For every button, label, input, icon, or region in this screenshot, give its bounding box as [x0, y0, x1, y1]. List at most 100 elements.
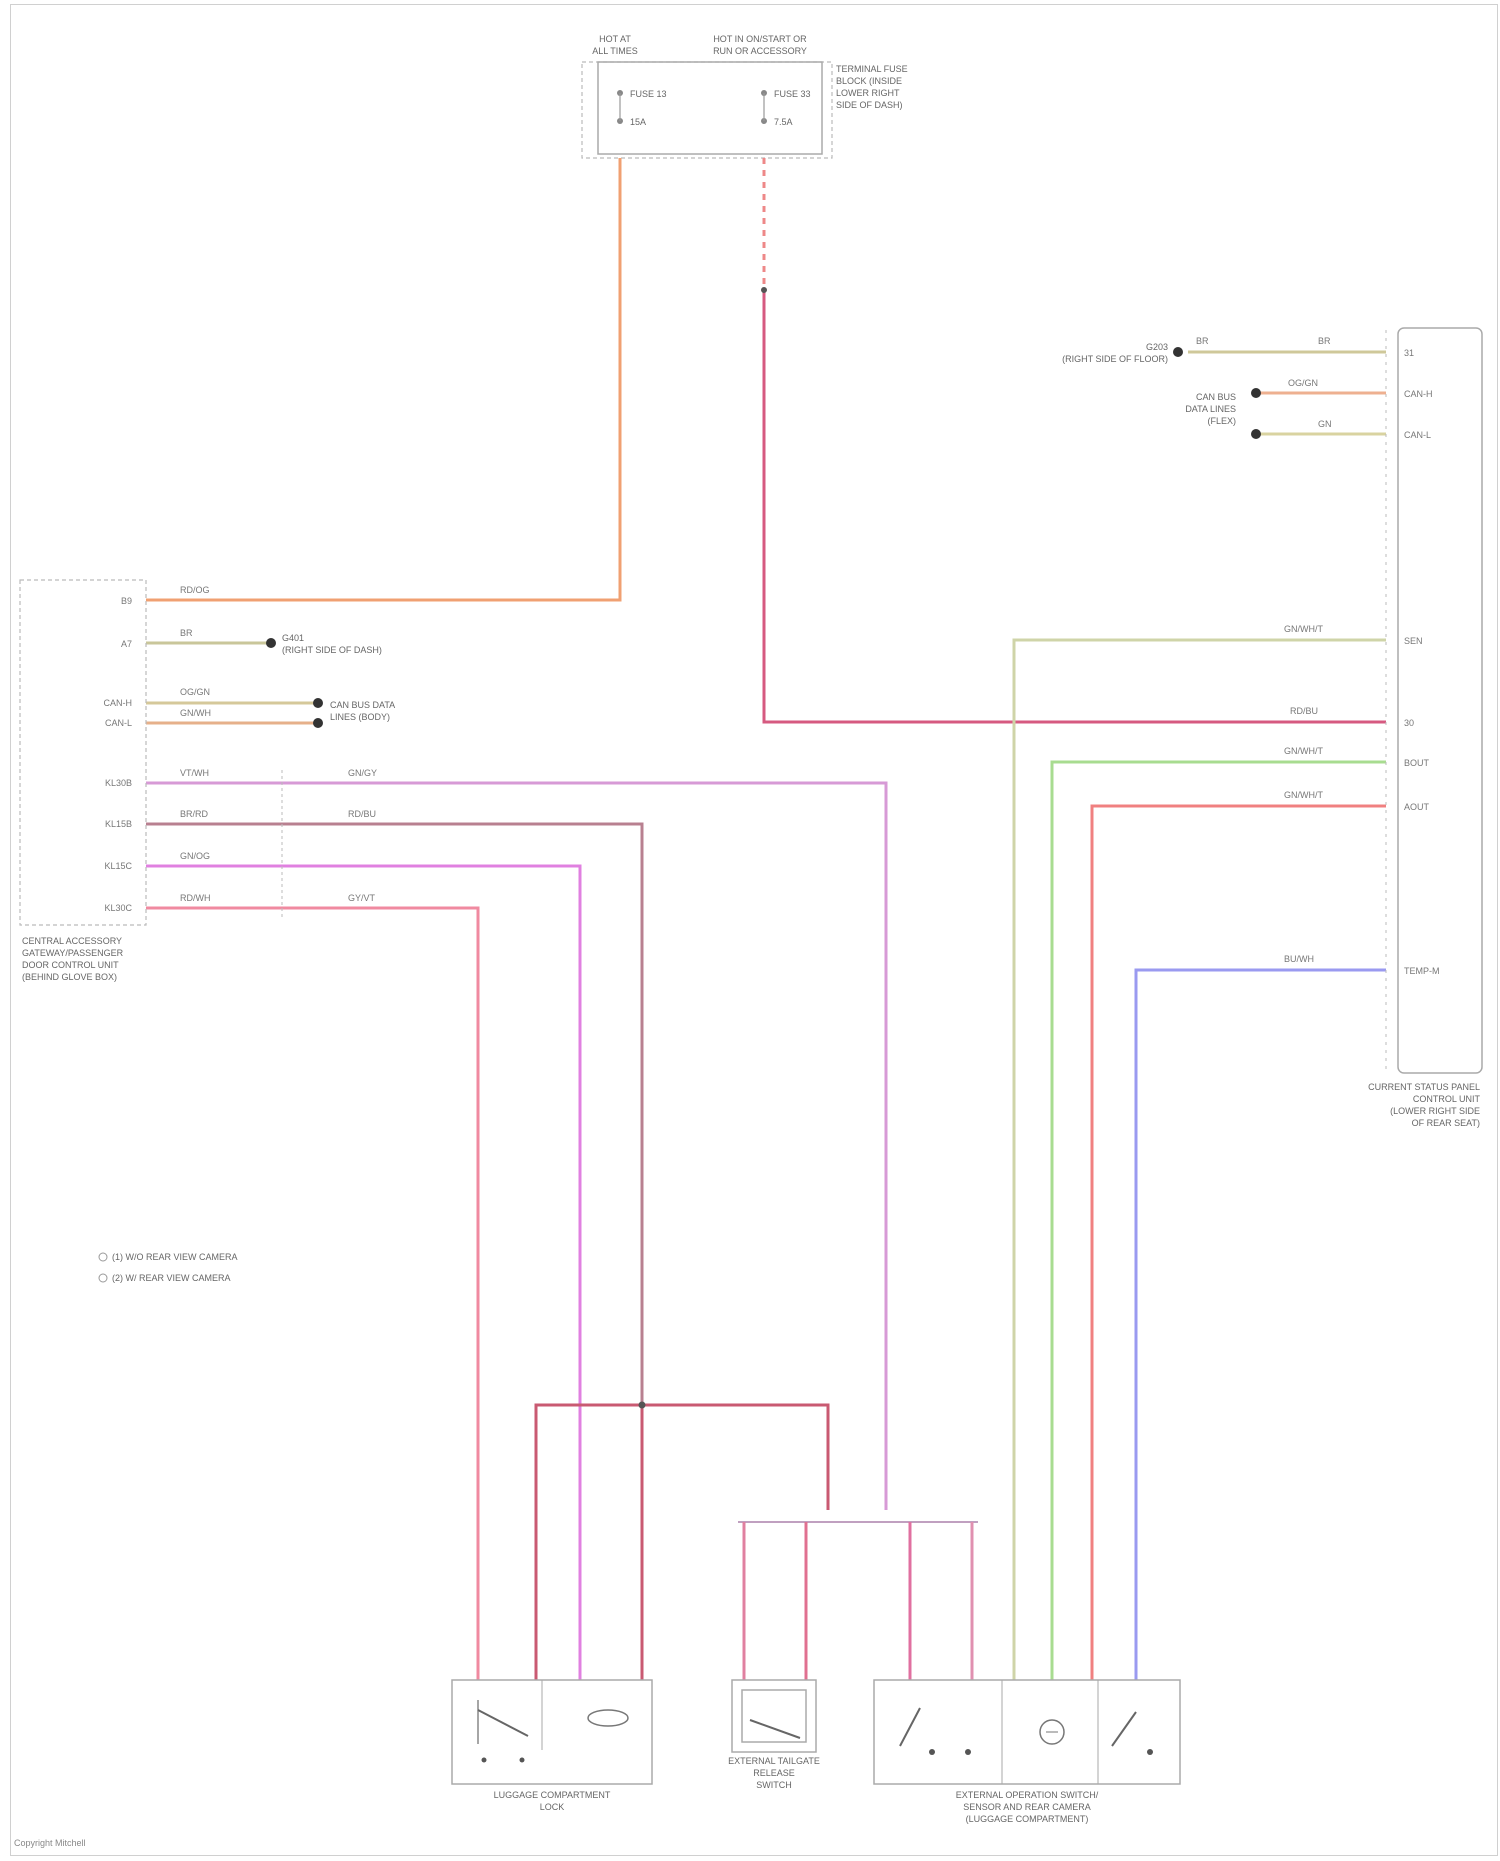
svg-text:BLOCK (INSIDE: BLOCK (INSIDE [836, 76, 902, 86]
can-l-terminal-icon [313, 718, 323, 728]
svg-text:(FLEX): (FLEX) [1207, 416, 1236, 426]
central-accessory-gateway: B9 A7 CAN-H CAN-L KL30B KL15B KL15C KL30… [20, 580, 395, 982]
svg-text:CAN-H: CAN-H [104, 698, 133, 708]
lock-switch-icon [478, 1710, 528, 1736]
svg-text:OF REAR SEAT): OF REAR SEAT) [1412, 1118, 1480, 1128]
svg-text:RUN OR ACCESSORY: RUN OR ACCESSORY [713, 46, 807, 56]
svg-text:DOOR CONTROL UNIT: DOOR CONTROL UNIT [22, 960, 119, 970]
ground-g401-label: G401 [282, 633, 304, 643]
release-switch-icon [750, 1720, 800, 1738]
right-module-title: CURRENT STATUS PANEL [1368, 1082, 1480, 1092]
release-switch-box [732, 1680, 816, 1752]
svg-text:RD/OG: RD/OG [180, 585, 210, 595]
svg-text:(RIGHT SIDE OF DASH): (RIGHT SIDE OF DASH) [282, 645, 382, 655]
sensor-switch-icon [1112, 1712, 1136, 1746]
can-h-terminal-right-icon [1251, 388, 1261, 398]
ground-g401-icon [266, 638, 276, 648]
can-h-terminal-icon [313, 698, 323, 708]
left-module-outline [20, 580, 146, 925]
svg-text:31: 31 [1404, 348, 1414, 358]
svg-text:BU/WH: BU/WH [1284, 954, 1314, 964]
wire-kl15b [146, 783, 886, 1510]
wire-kl15c [146, 824, 642, 1405]
svg-text:KL15C: KL15C [104, 861, 132, 871]
copyright-footer: Copyright Mitchell [14, 1838, 86, 1848]
wire-kl30c [146, 908, 478, 1680]
svg-text:GATEWAY/PASSENGER: GATEWAY/PASSENGER [22, 948, 124, 958]
fuse-left-header: HOT AT [599, 34, 631, 44]
svg-text:LINES (BODY): LINES (BODY) [330, 712, 390, 722]
fuse-block-title: TERMINAL FUSE [836, 64, 908, 74]
terminal-fuse-block: HOT AT ALL TIMES HOT IN ON/START OR RUN … [582, 34, 908, 158]
svg-text:7.5A: 7.5A [774, 117, 793, 127]
sensor-camera-box [874, 1680, 1180, 1784]
release-switch-label: EXTERNAL TAILGATE [728, 1756, 820, 1766]
svg-text:KL30B: KL30B [105, 778, 132, 788]
svg-text:GN/OG: GN/OG [180, 851, 210, 861]
svg-text:VT/WH: VT/WH [180, 768, 209, 778]
ground-g203-icon [1173, 347, 1183, 357]
wire-orange-fuse13 [146, 158, 620, 600]
svg-text:GN/WH/T: GN/WH/T [1284, 790, 1323, 800]
fuse-13-label: FUSE 13 [630, 89, 667, 99]
svg-text:SEN: SEN [1404, 636, 1423, 646]
svg-text:B9: B9 [121, 596, 132, 606]
svg-text:BR: BR [1318, 336, 1331, 346]
left-module-title: CENTRAL ACCESSORY [22, 936, 122, 946]
svg-text:(BEHIND GLOVE BOX): (BEHIND GLOVE BOX) [22, 972, 117, 982]
svg-text:GN/GY: GN/GY [348, 768, 377, 778]
svg-text:CAN-L: CAN-L [1404, 430, 1431, 440]
lock-motor-icon [588, 1710, 628, 1726]
svg-text:CAN-L: CAN-L [105, 718, 132, 728]
svg-text:SENSOR AND REAR CAMERA: SENSOR AND REAR CAMERA [963, 1802, 1091, 1812]
svg-text:GN/WH: GN/WH [180, 708, 211, 718]
fuse-33-label: FUSE 33 [774, 89, 811, 99]
legend-item-1: (1) W/O REAR VIEW CAMERA [112, 1252, 238, 1262]
svg-text:KL30C: KL30C [104, 903, 132, 913]
svg-text:GN/WH/T: GN/WH/T [1284, 746, 1323, 756]
legend-item-2: (2) W/ REAR VIEW CAMERA [112, 1273, 231, 1283]
svg-text:(RIGHT SIDE OF FLOOR): (RIGHT SIDE OF FLOOR) [1062, 354, 1168, 364]
svg-text:RD/BU: RD/BU [1290, 706, 1318, 716]
wires [146, 158, 1386, 1680]
svg-text:15A: 15A [630, 117, 646, 127]
svg-text:CONTROL UNIT: CONTROL UNIT [1413, 1094, 1481, 1104]
svg-text:KL15B: KL15B [105, 819, 132, 829]
can-bus-label-left: CAN BUS DATA [330, 700, 395, 710]
svg-text:BR/RD: BR/RD [180, 809, 209, 819]
svg-text:BR: BR [180, 628, 193, 638]
svg-text:ALL TIMES: ALL TIMES [592, 46, 638, 56]
legend: (1) W/O REAR VIEW CAMERA (2) W/ REAR VIE… [99, 1252, 238, 1283]
svg-text:AOUT: AOUT [1404, 802, 1430, 812]
can-l-terminal-right-icon [1251, 429, 1261, 439]
svg-text:DATA LINES: DATA LINES [1185, 404, 1236, 414]
svg-text:TEMP-M: TEMP-M [1404, 966, 1440, 976]
splice-dot [639, 1402, 646, 1409]
svg-text:OG/GN: OG/GN [180, 687, 210, 697]
luggage-lock-label: LUGGAGE COMPARTMENT [494, 1790, 611, 1800]
svg-text:GN/WH/T: GN/WH/T [1284, 624, 1323, 634]
luggage-lock-box [452, 1680, 652, 1784]
svg-text:A7: A7 [121, 639, 132, 649]
operation-switch-icon [900, 1708, 920, 1746]
svg-text:RELEASE: RELEASE [753, 1768, 795, 1778]
svg-text:GN: GN [1318, 419, 1332, 429]
svg-text:SIDE OF DASH): SIDE OF DASH) [836, 100, 903, 110]
svg-text:LOCK: LOCK [540, 1802, 565, 1812]
wire-bout [1052, 762, 1386, 1680]
bottom-components: LUGGAGE COMPARTMENT LOCK EXTERNAL TAILGA… [452, 1680, 1180, 1824]
svg-text:RD/BU: RD/BU [348, 809, 376, 819]
svg-text:SWITCH: SWITCH [756, 1780, 792, 1790]
svg-text:(LUGGAGE COMPARTMENT): (LUGGAGE COMPARTMENT) [966, 1814, 1089, 1824]
svg-text:GY/VT: GY/VT [348, 893, 376, 903]
svg-text:RD/WH: RD/WH [180, 893, 211, 903]
current-status-panel-control-unit: 31 CAN-H CAN-L SEN 30 BOUT AOUT TEMP-M C… [1062, 328, 1482, 1128]
svg-text:CAN-H: CAN-H [1404, 389, 1433, 399]
svg-text:BR: BR [1196, 336, 1209, 346]
sensor-camera-label: EXTERNAL OPERATION SWITCH/ [956, 1790, 1099, 1800]
fuse-right-header: HOT IN ON/START OR [713, 34, 807, 44]
wire-sen [1014, 640, 1386, 1680]
svg-text:30: 30 [1404, 718, 1414, 728]
ground-g203-label: G203 [1146, 342, 1168, 352]
